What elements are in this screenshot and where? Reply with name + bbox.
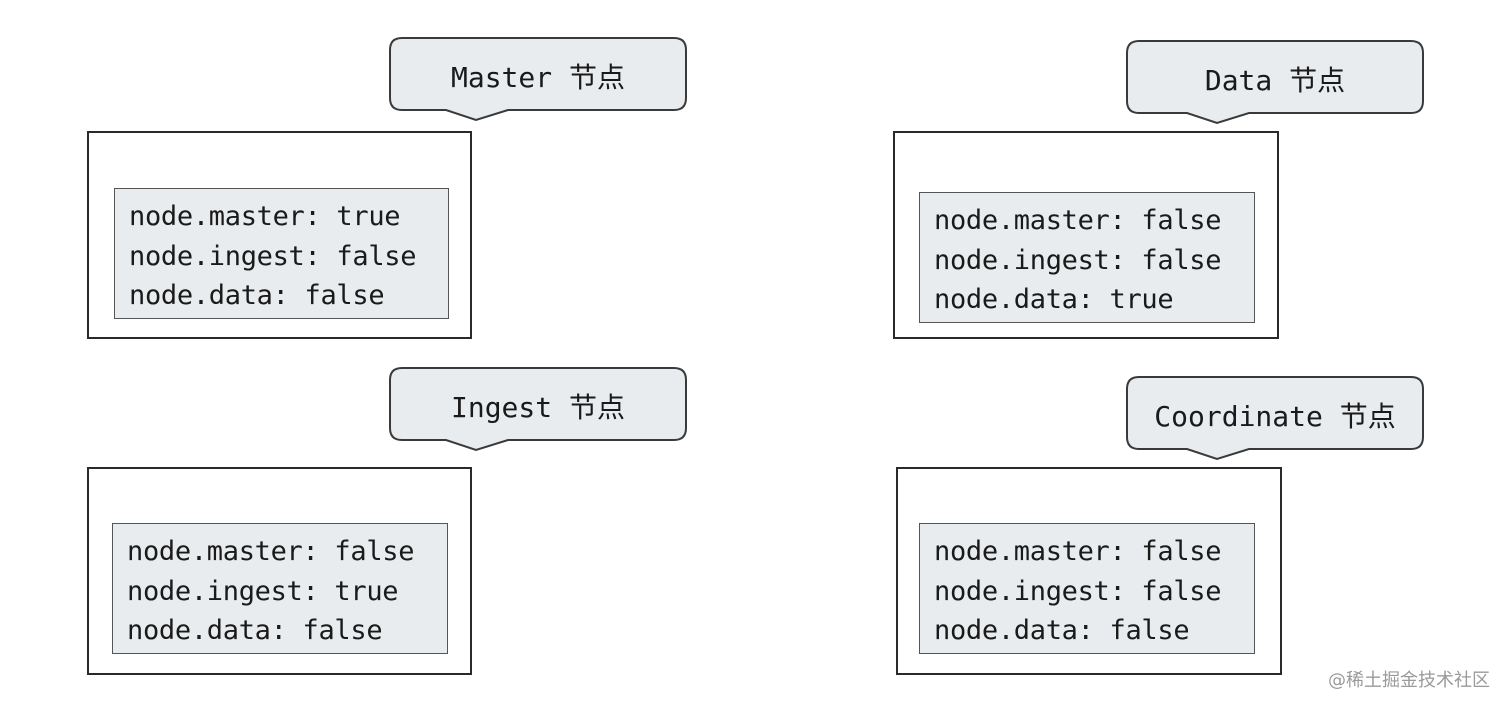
watermark: @稀土掘金技术社区	[1328, 670, 1490, 691]
callout-shape	[1126, 376, 1424, 461]
data-node-title: Data 节点	[1204, 64, 1346, 97]
ingest-node-title: Ingest 节点	[450, 391, 625, 424]
master-node-title: Master 节点	[450, 61, 625, 94]
config-line: node.data: false	[129, 280, 385, 311]
config-line: node.master: false	[934, 536, 1222, 567]
config-line: node.data: false	[934, 615, 1190, 646]
config-line: node.master: false	[127, 536, 415, 567]
callout-shape	[1126, 40, 1424, 125]
config-line: node.master: true	[129, 201, 401, 232]
config-line: node.data: false	[127, 615, 383, 646]
config-line: node.ingest: false	[934, 244, 1222, 276]
data-node-config: node.master: false node.ingest: false no…	[919, 192, 1255, 323]
ingest-node-config: node.master: false node.ingest: true nod…	[112, 523, 448, 654]
config-line: node.data: true	[934, 284, 1174, 315]
coordinate-node-config: node.master: false node.ingest: false no…	[919, 523, 1255, 654]
config-line: node.ingest: true	[127, 575, 399, 607]
data-node-box: node.master: false node.ingest: false no…	[893, 131, 1279, 339]
coordinate-node-box: node.master: false node.ingest: false no…	[896, 467, 1282, 675]
callout-shape	[389, 367, 687, 452]
ingest-node-box: node.master: false node.ingest: true nod…	[87, 467, 472, 675]
master-node-config: node.master: true node.ingest: false nod…	[114, 188, 449, 319]
config-line: node.ingest: false	[934, 575, 1222, 607]
config-line: node.master: false	[934, 205, 1222, 236]
config-line: node.ingest: false	[129, 240, 417, 272]
master-node-box: node.master: true node.ingest: false nod…	[87, 131, 472, 339]
coordinate-node-title: Coordinate 节点	[1154, 400, 1396, 433]
callout-shape	[389, 37, 687, 122]
